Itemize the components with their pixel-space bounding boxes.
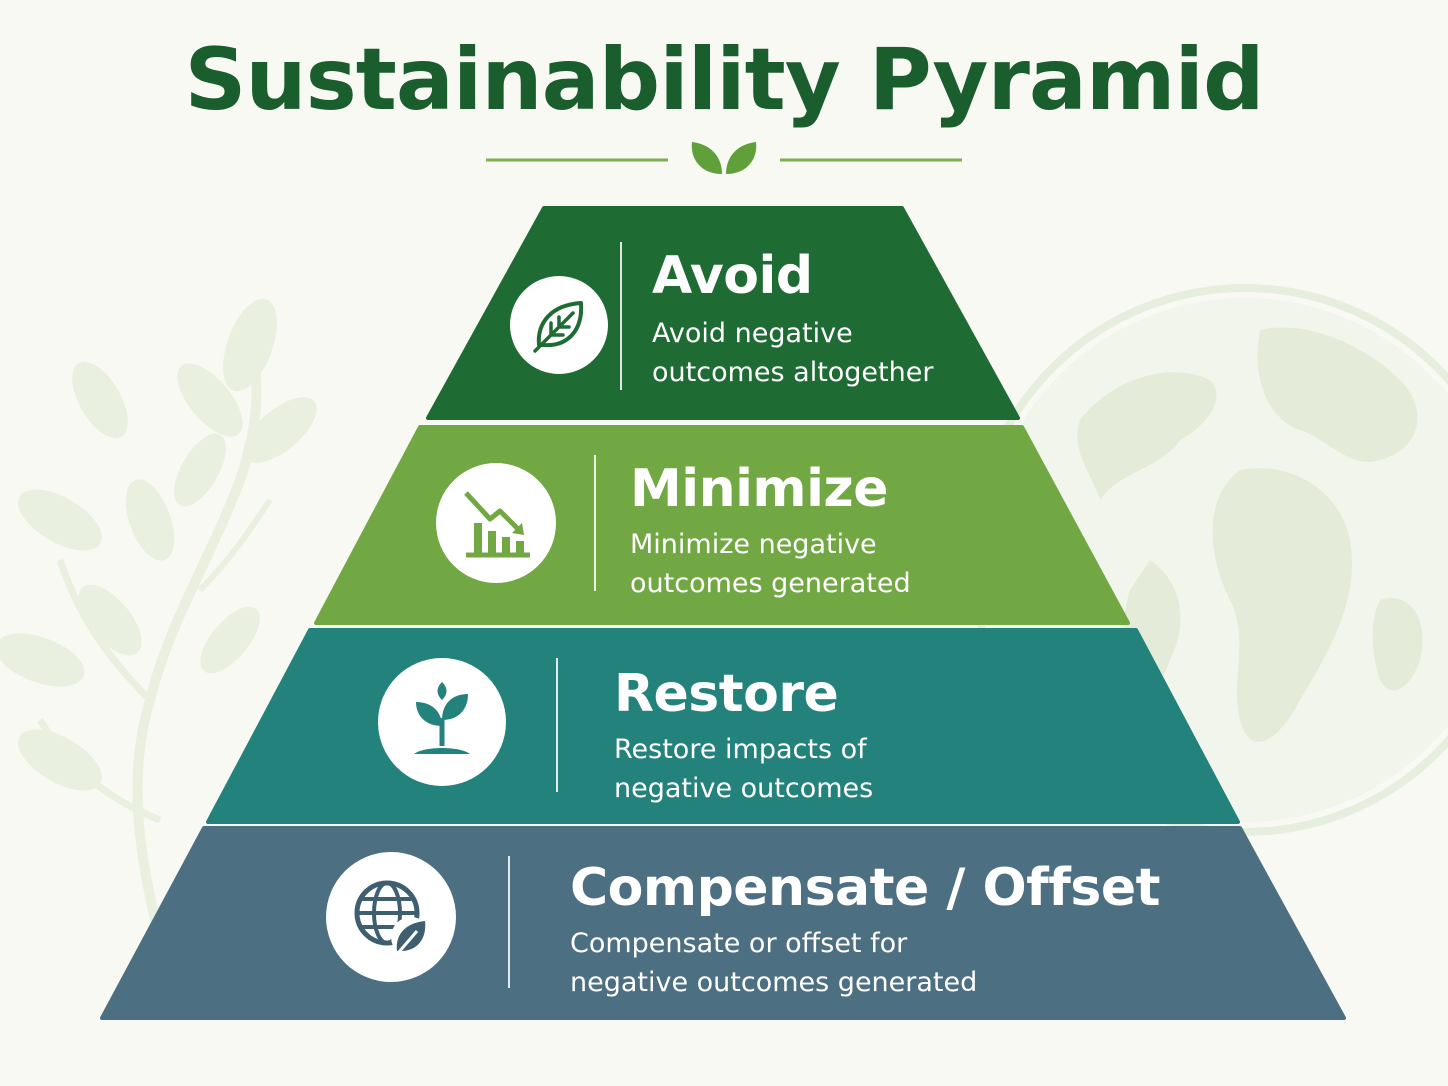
tier-minimize-description: Minimize negative outcomes generated: [630, 529, 911, 599]
tier-avoid-description: Avoid negative outcomes altogether: [652, 318, 934, 388]
declining-chart-icon: [464, 491, 530, 558]
tier-avoid: Avoid Avoid negative outcomes altogether: [426, 206, 1020, 420]
tier-minimize-divider: [594, 455, 596, 591]
globe-leaf-icon: [354, 880, 431, 960]
sprout-icon: [414, 682, 470, 754]
tier-compensate-offset-divider: [508, 856, 510, 988]
tier-restore-divider: [556, 658, 558, 792]
page-title: Sustainability Pyramid: [184, 30, 1264, 130]
tier-compensate-offset: Compensate / Offset Compensate or offset…: [100, 826, 1346, 1022]
tier-avoid-title: Avoid: [652, 246, 813, 306]
tier-compensate-offset-title: Compensate / Offset: [570, 858, 1160, 918]
tier-minimize: Minimize Minimize negative outcomes gene…: [314, 425, 1130, 625]
tier-restore-title: Restore: [614, 664, 839, 724]
tier-restore: Restore Restore impacts of negative outc…: [206, 628, 1240, 824]
tier-compensate-offset-icon-circle: [326, 852, 456, 982]
title-divider: [486, 142, 962, 174]
tier-avoid-divider: [620, 242, 622, 390]
branch-watermark-icon: [0, 298, 317, 1002]
tier-avoid-icon-circle: [510, 276, 608, 374]
tier-compensate-offset-description: Compensate or offset for negative outcom…: [570, 928, 978, 998]
tier-minimize-title: Minimize: [630, 459, 888, 519]
leaf-icon: [533, 301, 584, 353]
tier-minimize-icon-circle: [436, 463, 556, 583]
tier-restore-description: Restore impacts of negative outcomes: [614, 734, 874, 804]
leaves-icon: [691, 142, 757, 174]
tier-restore-icon-circle: [378, 658, 506, 786]
